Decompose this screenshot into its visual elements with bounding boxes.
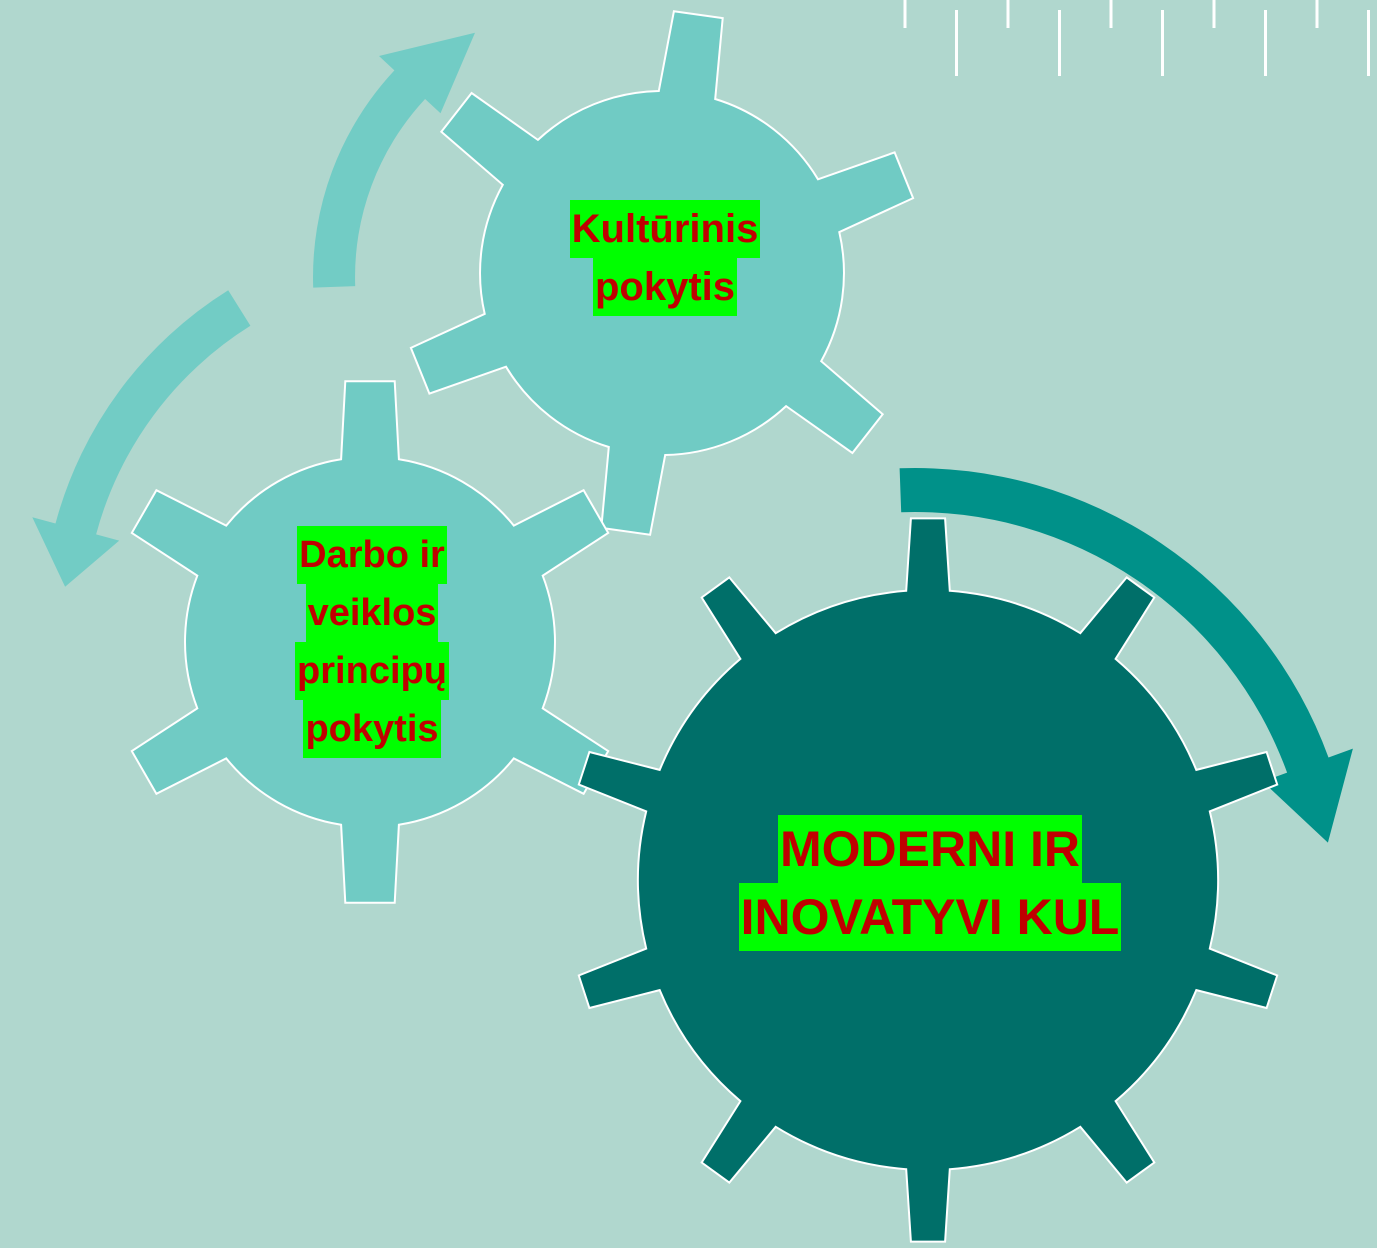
gear-label-line: Darbo ir <box>297 526 447 584</box>
gear-label-modern-innovative-culture: MODERNI IR INOVATYVI KUL <box>690 815 1170 951</box>
curved-arrow-top-icon <box>313 32 475 288</box>
gear-label-cultural-change: Kultūrinis pokytis <box>525 200 805 316</box>
gear-label-line: veiklos <box>305 584 439 642</box>
gear-label-work-principles-change: Darbo ir veiklos principų pokytis <box>232 526 512 758</box>
gear-label-line: INOVATYVI KUL <box>738 883 1122 951</box>
vertical-dash-pattern-icon <box>903 0 1370 76</box>
gear-label-line: pokytis <box>592 258 738 316</box>
curved-arrow-right-icon <box>899 468 1353 843</box>
gear-label-line: pokytis <box>303 700 441 758</box>
gear-label-line: principų <box>295 642 449 700</box>
curved-arrow-left-icon <box>32 290 251 587</box>
gear-label-line: Kultūrinis <box>569 200 761 258</box>
gear-label-line: MODERNI IR <box>778 815 1082 883</box>
